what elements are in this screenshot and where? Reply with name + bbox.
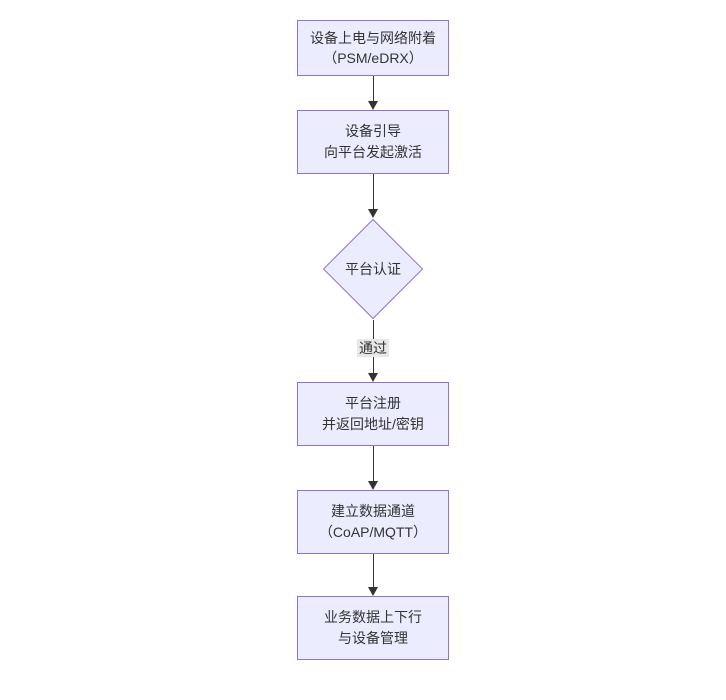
- node-text: 业务数据上下行: [324, 609, 422, 625]
- edge-arrow-1: [368, 76, 378, 110]
- node-bootstrap: 设备引导 向平台发起激活: [297, 110, 449, 174]
- node-text: 并返回地址/密钥: [322, 416, 424, 432]
- edge-line: [372, 554, 374, 587]
- edge-label-pass: 通过: [357, 338, 389, 357]
- edge-line: [372, 76, 374, 101]
- arrowhead-icon: [368, 373, 378, 382]
- node-text: 设备上电与网络附着: [310, 30, 436, 46]
- node-platform-auth: 平台认证: [322, 218, 424, 320]
- arrowhead-icon: [368, 587, 378, 596]
- edge-arrow-3: 通过: [357, 320, 389, 382]
- edge-arrow-4: [368, 446, 378, 490]
- node-data-channel: 建立数据通道 （CoAP/MQTT）: [297, 490, 449, 554]
- arrowhead-icon: [368, 481, 378, 490]
- edge-arrow-5: [368, 554, 378, 596]
- node-text: 平台认证: [345, 261, 401, 277]
- node-text: 平台注册: [345, 395, 401, 411]
- node-text: （PSM/eDRX）: [323, 50, 423, 66]
- node-power-attach: 设备上电与网络附着 （PSM/eDRX）: [297, 20, 449, 76]
- node-business-data: 业务数据上下行 与设备管理: [297, 596, 449, 660]
- node-text: 与设备管理: [338, 630, 408, 646]
- node-text: （CoAP/MQTT）: [318, 524, 428, 540]
- flowchart-column: 设备上电与网络附着 （PSM/eDRX） 设备引导 向平台发起激活 平台认证 通…: [297, 20, 449, 660]
- edge-arrow-2: [368, 174, 378, 218]
- node-text: 向平台发起激活: [324, 144, 422, 160]
- edge-line: [372, 174, 374, 209]
- arrowhead-icon: [368, 209, 378, 218]
- node-text: 建立数据通道: [331, 503, 415, 519]
- node-platform-register: 平台注册 并返回地址/密钥: [297, 382, 449, 446]
- edge-line: [372, 446, 374, 481]
- arrowhead-icon: [368, 101, 378, 110]
- node-text: 设备引导: [345, 123, 401, 139]
